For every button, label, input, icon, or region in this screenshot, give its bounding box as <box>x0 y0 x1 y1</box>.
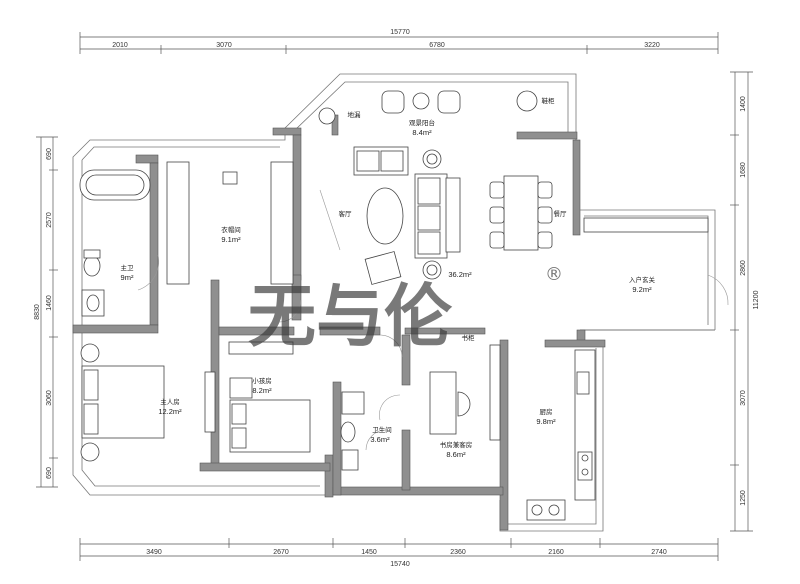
dim-left-total: 8830 <box>34 304 41 320</box>
label-master-bedroom: 主人房 <box>160 397 180 406</box>
label-viewing-balcony: 观景阳台 <box>409 118 435 127</box>
area-living-room: 36.2m² <box>448 270 472 279</box>
area-study-guest: 8.6m² <box>446 450 466 459</box>
area-viewing-balcony: 8.4m² <box>412 128 432 137</box>
dim-left-3: 1460 <box>46 295 53 311</box>
label-study-guest: 书房兼客房 <box>440 440 473 449</box>
area-kitchen: 9.8m² <box>536 417 556 426</box>
dim-bottom-1: 3490 <box>146 549 162 556</box>
room-labels: 观景阳台 8.4m² 地漏 鞋柜 衣帽间 9.1m² 客厅 36.2m² 餐厅 … <box>121 96 656 459</box>
dim-right-2: 1680 <box>740 162 747 178</box>
area-bathroom: 3.6m² <box>370 435 390 444</box>
label-balcony-left: 地漏 <box>348 110 362 119</box>
dim-right-total: 11200 <box>753 290 760 309</box>
label-living-room: 客厅 <box>339 209 353 218</box>
dim-bottom-4: 2360 <box>450 549 466 556</box>
label-entrance: 入户玄关 <box>629 275 656 284</box>
dim-left-5: 690 <box>46 467 53 479</box>
dim-left-1: 690 <box>46 148 53 160</box>
dim-top-3: 6780 <box>429 42 445 49</box>
dim-right-group: 1400 1680 2860 3070 1250 11200 <box>740 96 760 506</box>
dim-top-2: 3070 <box>216 42 232 49</box>
area-cloakroom: 9.1m² <box>221 235 241 244</box>
furniture <box>79 90 709 521</box>
dim-right-5: 1250 <box>740 490 747 506</box>
label-dining: 餐厅 <box>554 209 568 218</box>
dim-right-4: 3070 <box>740 390 747 406</box>
label-study-cabinet: 书柜 <box>462 333 476 342</box>
dim-bottom-3: 1450 <box>361 549 377 556</box>
label-balcony-right: 鞋柜 <box>542 96 556 105</box>
dim-bottom-total: 15740 <box>390 561 410 568</box>
door-swings <box>137 189 729 451</box>
dim-left-4: 3060 <box>46 390 53 406</box>
area-small-bedroom: 8.2m² <box>252 386 272 395</box>
dimension-lines <box>36 32 753 561</box>
dim-top-total: 15770 <box>390 29 410 36</box>
dim-bottom-2: 2670 <box>273 549 289 556</box>
label-kitchen: 厨房 <box>540 407 553 416</box>
dim-right-3: 2860 <box>740 260 747 276</box>
dim-bottom-6: 2740 <box>651 549 667 556</box>
dim-right-1: 1400 <box>740 96 747 112</box>
watermark-logo: 无与伦 <box>248 278 453 357</box>
dim-left-group: 690 2570 1460 3060 690 8830 <box>34 148 53 479</box>
area-entrance: 9.2m² <box>632 285 652 294</box>
dim-left-2: 2570 <box>46 212 53 228</box>
dim-bottom-5: 2160 <box>548 549 564 556</box>
dim-top-1: 2010 <box>112 42 128 49</box>
label-cloakroom: 衣帽间 <box>221 225 241 234</box>
area-master-bath: 9m² <box>121 273 134 282</box>
label-bathroom: 卫生间 <box>372 425 392 434</box>
label-master-bath: 主卫 <box>121 263 135 272</box>
dim-top-4: 3220 <box>644 42 660 49</box>
label-small-bedroom: 小孩房 <box>252 376 272 385</box>
watermark-registered-mark: ® <box>545 264 563 285</box>
area-master-bedroom: 12.2m² <box>158 407 182 416</box>
